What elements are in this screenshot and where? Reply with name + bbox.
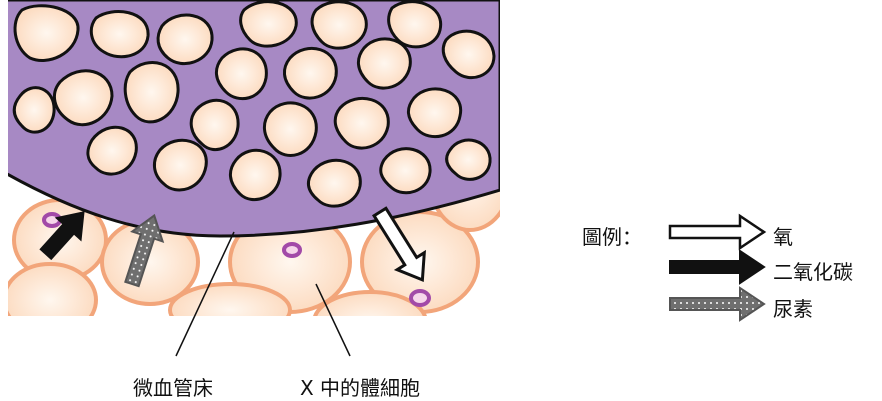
capillary-hole [312, 2, 366, 48]
capillary-hole [91, 12, 148, 57]
body-cell [170, 284, 290, 336]
legend-arrows [670, 216, 764, 320]
capillary-bed [0, 0, 500, 236]
capillary-hole [358, 39, 410, 88]
capillary-hole [264, 103, 316, 155]
capillary-hole [14, 88, 54, 132]
capillary-hole [88, 127, 136, 174]
white-arrow-icon [670, 216, 764, 248]
black-arrow-icon [670, 251, 764, 283]
legend-item-carbon-dioxide: 二氧化碳 [773, 256, 853, 285]
capillary-hole [335, 98, 388, 148]
capillary-bed-label: 微血管床 [133, 372, 213, 401]
capillary-hole [381, 149, 430, 193]
body-cell [4, 264, 96, 336]
capillary-hole [241, 2, 297, 46]
legend-item-oxygen: 氧 [773, 221, 793, 250]
dotted-grey-arrow-icon [670, 288, 764, 320]
capillary-hole [158, 15, 212, 63]
legend-title: 圖例： [582, 221, 642, 250]
capillary-hole [154, 140, 206, 190]
capillary-hole [125, 62, 178, 121]
capillary-hole [216, 49, 266, 99]
capillary-hole [408, 89, 460, 137]
capillary-hole [447, 140, 490, 179]
body-cells-label: X 中的體細胞 [300, 372, 420, 401]
capillary-hole [308, 160, 360, 206]
capillary-hole [284, 48, 336, 98]
capillary-hole [191, 100, 238, 149]
nucleus [411, 291, 429, 305]
capillary-hole [230, 150, 280, 199]
capillary-hole [389, 2, 441, 47]
nucleus [284, 244, 300, 256]
body-cell [314, 292, 426, 352]
capillary-hole [54, 71, 112, 125]
legend-item-urea: 尿素 [773, 293, 813, 322]
tissue-picture [0, 0, 510, 352]
